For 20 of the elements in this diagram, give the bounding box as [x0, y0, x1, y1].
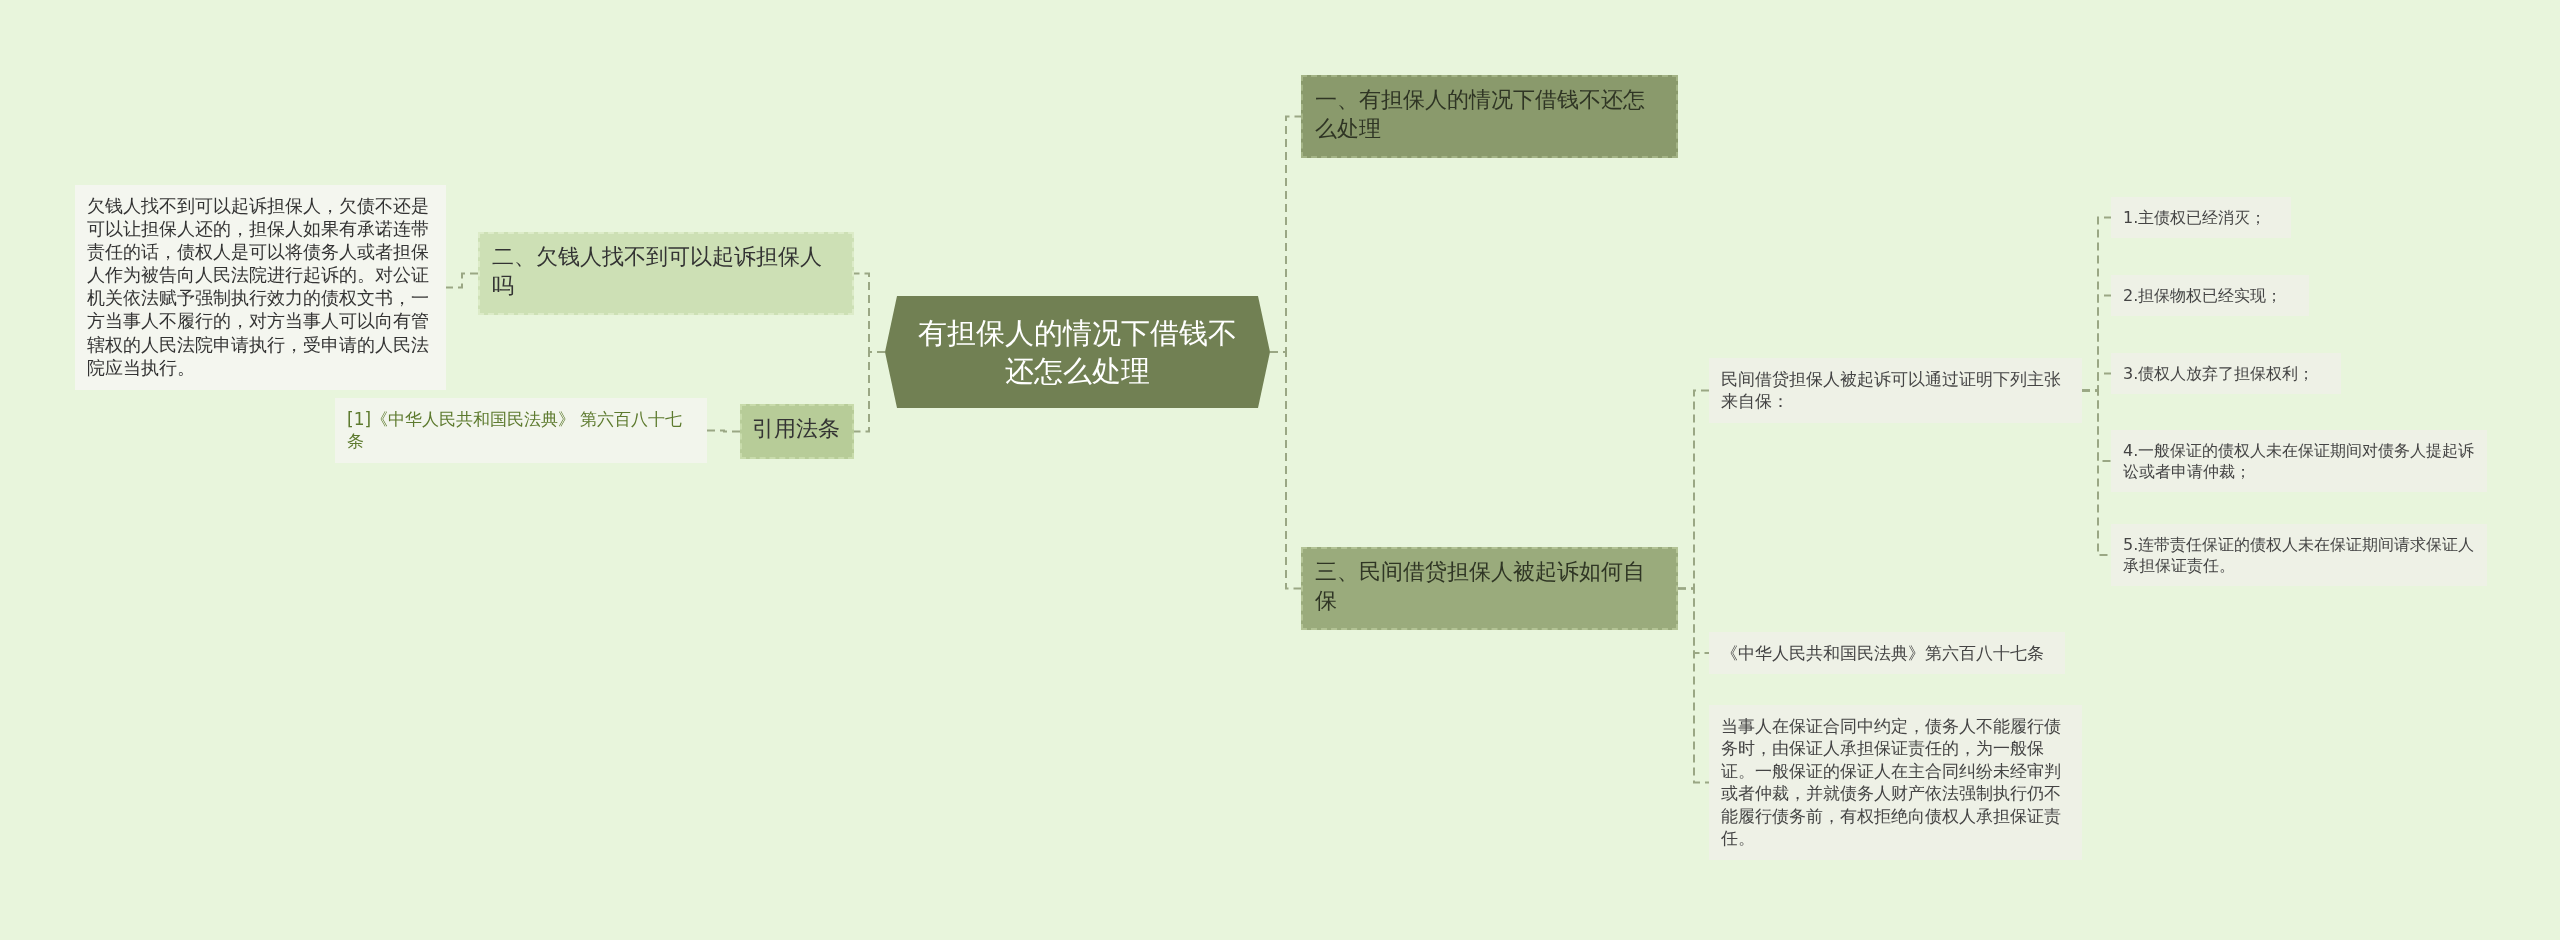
note-box: 当事人在保证合同中约定，债务人不能履行债务时，由保证人承担保证责任的，为一般保证。一般保证的保证人在主合同纠纷未经审判或者仲裁，并就债务人财产依法强制执行仍不能履行债务前，有权拒绝向债权人承担保证责任。 [1709, 705, 2082, 860]
note-box: 1.主债权已经消灭； [2111, 197, 2291, 239]
central-topic: 有担保人的情况下借钱不还怎么处理 [885, 296, 1270, 408]
reference-box: [1]《中华人民共和国民法典》 第六百八十七条 [335, 398, 707, 463]
connector [1677, 587, 1710, 784]
note-box: 3.债权人放弃了担保权利； [2111, 353, 2341, 395]
note-box: 欠钱人找不到可以起诉担保人，欠债不还是可以让担保人还的，担保人如果有承诺连带责任的话，债权人是可以将债务人或者担保人作为被告向人民法院进行起诉的。对公证机关依法赋予强制执行效力的债权文书，一方当事人不履行的，对方当事人可以向有管辖权的人民法院申请执行，受申请的人民法院应当执行。 [75, 185, 446, 390]
topic-box: 一、有担保人的情况下借钱不还怎么处理 [1301, 75, 1678, 158]
topic-box: 三、民间借贷担保人被起诉如何自保 [1301, 547, 1678, 630]
connector [706, 429, 741, 433]
note-box: 民间借贷担保人被起诉可以通过证明下列主张来自保： [1709, 358, 2082, 423]
topic-box: 引用法条 [740, 404, 854, 459]
connector [445, 272, 479, 289]
note-box: 2.担保物权已经实现； [2111, 275, 2309, 317]
note-box: 5.连带责任保证的债权人未在保证期间请求保证人承担保证责任。 [2111, 524, 2487, 587]
connector [1269, 351, 1302, 590]
note-box: 4.一般保证的债权人未在保证期间对债务人提起诉讼或者申请仲裁； [2111, 430, 2487, 493]
connector [853, 351, 886, 433]
note-box: 《中华人民共和国民法典》第六百八十七条 [1709, 632, 2065, 675]
topic-box: 二、欠钱人找不到可以起诉担保人吗 [478, 232, 854, 315]
